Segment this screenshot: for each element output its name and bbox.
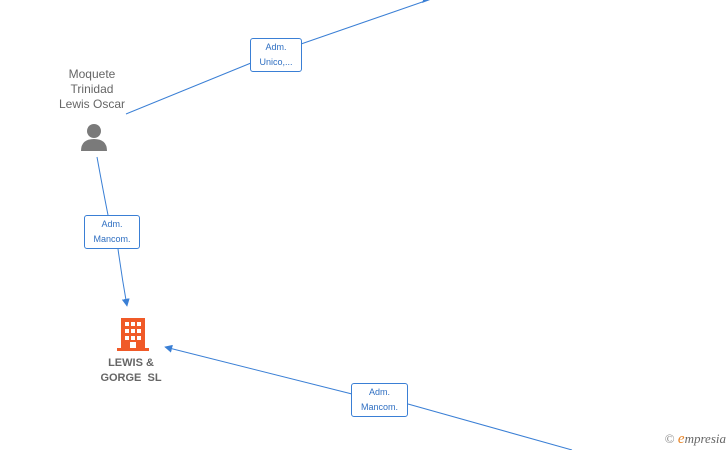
person-name-line-2: Trinidad	[70, 82, 114, 96]
edge-line-top	[125, 0, 429, 115]
watermark: © empresia	[665, 431, 726, 448]
edge-arrow-top	[422, 0, 430, 3]
copyright-symbol: ©	[664, 431, 675, 446]
edge-label-mid[interactable]: Adm. Mancom.	[84, 215, 140, 249]
company-name-line-2: GORGE SL	[100, 372, 162, 384]
person-icon[interactable]	[81, 124, 107, 151]
edge-label-mid-line-2: Mancom.	[93, 234, 131, 244]
edge-line-mid	[96, 156, 109, 216]
brand-name: mpresia	[684, 431, 726, 446]
edge-label-bottom[interactable]: Adm. Mancom.	[351, 383, 408, 417]
edge-line-bottom	[165, 347, 573, 450]
edge-line-mid-lower	[117, 248, 130, 307]
company-name[interactable]: LEWIS & GORGE SL	[86, 356, 176, 386]
edge-label-bottom-line-2: Mancom.	[360, 402, 398, 412]
person-name-line-1: Moquete	[68, 67, 116, 81]
brand-initial: e	[677, 431, 685, 447]
person-name-line-3: Lewis Oscar	[58, 97, 126, 111]
edge-label-top[interactable]: Adm. Unico,...	[250, 38, 302, 72]
edge-label-top-line-2: Unico,...	[259, 57, 293, 67]
person-name[interactable]: Moquete Trinidad Lewis Oscar	[50, 67, 134, 112]
edge-label-top-line-1: Adm.	[265, 42, 287, 52]
edge-label-bottom-line-1: Adm.	[368, 387, 390, 397]
edge-label-mid-line-1: Adm.	[101, 219, 123, 229]
company-name-line-1: LEWIS &	[108, 357, 154, 369]
building-icon[interactable]	[117, 318, 149, 351]
